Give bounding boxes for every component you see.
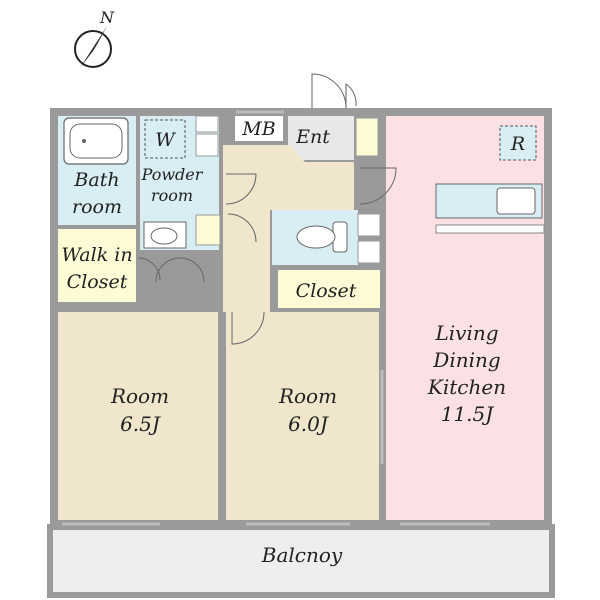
washbasin — [143, 221, 187, 249]
washbasin-bowl-icon — [150, 227, 178, 245]
bath-room-label-line1: Bath — [73, 169, 119, 191]
closet-label: Closet — [296, 280, 357, 302]
entrance-label: Ent — [295, 126, 330, 148]
ldk-label-line3: Kitchen — [427, 375, 506, 399]
walk-in-closet-label-line2: Closet — [67, 271, 128, 293]
meter-box-label: MB — [241, 118, 275, 140]
entrance-door-icon — [345, 83, 357, 108]
room-center-label-line2: 6.0J — [288, 412, 329, 436]
room-west-area — [58, 312, 218, 520]
shelf-box — [357, 240, 381, 264]
bathtub — [63, 117, 129, 165]
shelf-box — [195, 214, 221, 246]
ldk-area — [386, 116, 544, 520]
compass-ring — [74, 30, 112, 68]
walk-in-closet-label-line1: Walk in — [61, 244, 132, 266]
toilet-door-icon — [227, 213, 257, 243]
shoe-cabinet — [355, 117, 379, 157]
compass: N — [74, 8, 115, 68]
bathtub-drain-icon — [82, 139, 86, 143]
kitchen-counter — [435, 183, 545, 234]
kitchen-counter-edge — [435, 224, 545, 234]
closet-door-icon — [137, 257, 161, 281]
fridge-label: R — [510, 133, 525, 155]
entrance-door-icon — [311, 73, 347, 109]
compass-north-label: N — [99, 8, 115, 27]
powder-door-icon — [225, 173, 257, 205]
closet-area — [278, 270, 380, 308]
balcony-area — [47, 524, 555, 598]
room-west-door-icon — [155, 257, 205, 283]
ldk-door-icon — [359, 167, 397, 205]
room-center-area — [226, 312, 379, 520]
bathtub-inner — [69, 123, 123, 159]
powder-room-label-line1: Powder — [141, 165, 204, 184]
balcony-label: Balcnoy — [261, 543, 343, 567]
walk-in-closet-area — [58, 229, 136, 302]
shelf-box — [195, 133, 219, 157]
compass-needle-tail-icon — [93, 26, 107, 51]
room-west-label-line2: 6.5J — [120, 412, 161, 436]
bath-room-label-line2: room — [72, 196, 122, 218]
shelf-box — [357, 213, 381, 237]
washer-space — [144, 119, 186, 159]
powder-room-label-line2: room — [151, 186, 193, 205]
entrance-area — [288, 116, 354, 160]
toilet — [296, 221, 348, 253]
ldk-label-line4: 11.5J — [441, 402, 495, 426]
room-west-label-line1: Room — [110, 384, 169, 408]
shelf-box — [195, 115, 219, 133]
toilet-bowl-icon — [296, 225, 336, 249]
fridge-space — [499, 125, 537, 161]
hall-area — [223, 145, 354, 312]
washer-label: W — [155, 129, 176, 151]
meter-box-area — [235, 116, 283, 141]
ldk-label-line2: Dining — [432, 348, 500, 372]
kitchen-sink-icon — [496, 187, 536, 215]
compass-needle-icon — [80, 26, 107, 68]
room-center-label-line1: Room — [278, 384, 337, 408]
ldk-label-line1: Living — [434, 321, 498, 345]
room-center-door-icon — [231, 311, 265, 345]
